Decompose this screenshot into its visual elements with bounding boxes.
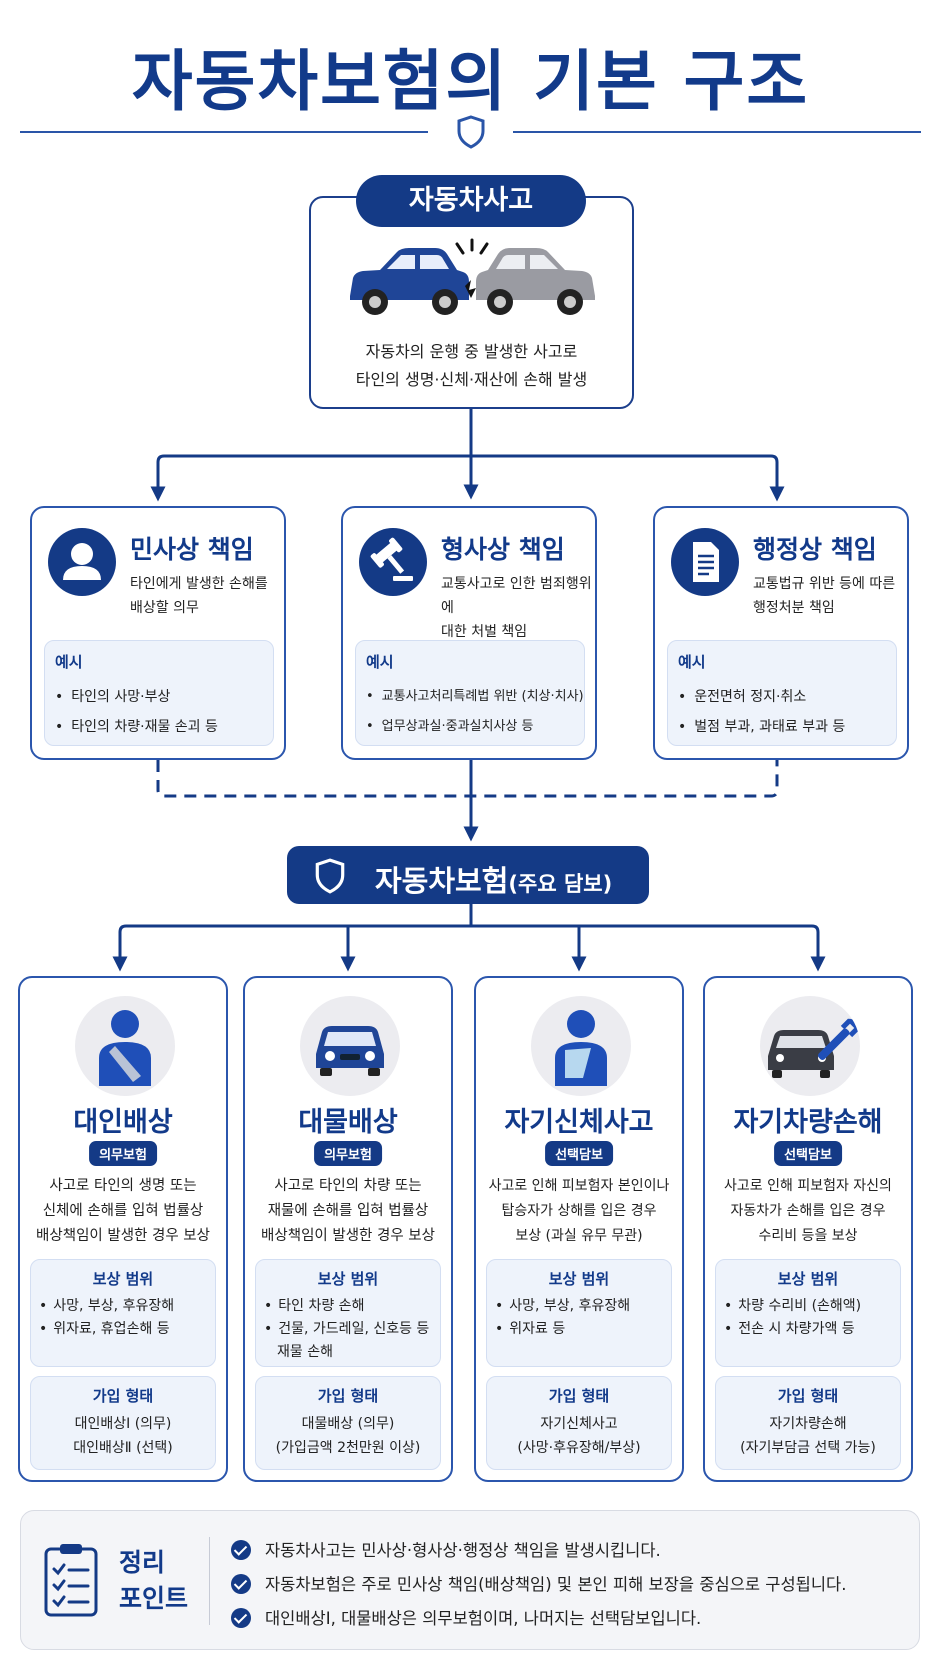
scope-item: 위자료 등 [495,1318,663,1341]
shield-icon [457,115,485,149]
scope-item: 차량 수리비 (손해액) [724,1295,892,1318]
scope-item: 전손 시 차량가액 등 [724,1318,892,1341]
check-icon [231,1540,251,1560]
gavel-icon [359,528,427,596]
coverage-card-property-damage: 대물배상 의무보험 사고로 타인의 차량 또는 재물에 손해를 입혀 법률상 배… [243,976,453,1482]
administrative-liability-card: 행정상 책임 교통법규 위반 등에 따른 행정처분 책임 예시 운전면허 정지·… [653,506,909,760]
card-title: 행정상 책임 [753,535,877,564]
shield-icon [315,858,345,894]
coverage-description: 사고로 인해 피보험자 자신의 자동차가 손해를 입은 경우 수리비 등을 보상 [724,1178,892,1244]
criminal-liability-card: 형사상 책임 교통사고로 인한 범죄행위에 대한 처벌 책임 예시 교통사고처리… [341,506,597,760]
scope-item: 건물, 가드레일, 신호등 등 재물 손해 [264,1318,432,1364]
coverage-card-own-vehicle: 자기차량손해 선택담보 사고로 인해 피보험자 자신의 자동차가 손해를 입은 … [703,976,913,1482]
injured-person-icon [75,996,175,1096]
accident-label: 자동차사고 [356,175,586,227]
insurance-label: 자동차보험(주요 담보) [287,846,649,904]
title-divider-left [20,131,428,133]
summary-item: 자동차사고는 민사상·형사상·행정상 책임을 발생시킵니다. [231,1537,661,1561]
page-title: 자동차보험의 기본 구조 [131,43,810,120]
document-icon [671,528,739,596]
divider [209,1537,210,1625]
example-box: 예시 타인의 사망·부상 타인의 차량·재물 손괴 등 [44,640,274,746]
example-item: 업무상과실·중과실치사상 등 [366,712,574,742]
summary-label: 정리 포인트 [119,1548,189,1613]
enrollment-type: 가입 형태 자기차량손해 (자기부담금 선택 가능) [715,1376,901,1470]
coverage-title: 대인배상 [73,1107,173,1138]
enrollment-type: 가입 형태 대물배상 (의무) (가입금액 2천만원 이상) [255,1376,441,1470]
card-description: 교통사고로 인한 범죄행위에 대한 처벌 책임 [441,576,592,640]
check-icon [231,1574,251,1594]
car-crash-icon [350,238,595,315]
enrollment-type: 가입 형태 대인배상Ⅰ (의무) 대인배상Ⅱ (선택) [30,1376,216,1470]
coverage-badge: 선택담보 [545,1141,613,1166]
coverage-badge: 의무보험 [89,1141,157,1166]
scope-item: 사망, 부상, 후유장해 [39,1295,207,1318]
civil-liability-card: 민사상 책임 타인에게 발생한 손해를 배상할 의무 예시 타인의 사망·부상 … [30,506,286,760]
summary-item: 대인배상Ⅰ, 대물배상은 의무보험이며, 나머지는 선택담보입니다. [231,1605,701,1629]
example-box: 예시 교통사고처리특례법 위반 (치상·치사) 업무상과실·중과실치사상 등 [355,640,585,746]
example-item: 교통사고처리특례법 위반 (치상·치사) [366,682,584,712]
accident-description: 자동차의 운행 중 발생한 사고로 타인의 생명·신체·재산에 손해 발생 [355,342,588,389]
coverage-badge: 의무보험 [314,1141,382,1166]
card-title: 민사상 책임 [130,535,254,564]
person-icon [48,528,116,596]
coverage-title: 대물배상 [298,1107,398,1138]
coverage-title: 자기신체사고 [504,1107,654,1138]
card-description: 교통법규 위반 등에 따른 행정처분 책임 [753,576,896,616]
scope-item: 위자료, 휴업손해 등 [39,1318,207,1341]
coverage-description: 사고로 타인의 생명 또는 신체에 손해를 입혀 법률상 배상책임이 발생한 경… [36,1178,210,1244]
coverage-description: 사고로 인해 피보험자 본인이나 탑승자가 상해를 입은 경우 보상 (과실 유… [488,1178,670,1244]
example-item: 타인의 차량·재물 손괴 등 [55,712,263,742]
injured-self-icon [531,996,631,1096]
coverage-scope: 보상 범위 타인 차량 손해 건물, 가드레일, 신호등 등 재물 손해 [255,1259,441,1367]
coverage-scope: 보상 범위 사망, 부상, 후유장해 위자료 등 [486,1259,672,1367]
car-wrench-icon [760,996,860,1096]
summary-item: 자동차보험은 주로 민사상 책임(배상책임) 및 본인 피해 보장을 중심으로 … [231,1571,846,1595]
example-item: 타인의 사망·부상 [55,682,263,712]
car-icon [300,996,400,1096]
coverage-description: 사고로 타인의 차량 또는 재물에 손해를 입혀 법률상 배상책임이 발생한 경… [261,1178,435,1244]
scope-item: 타인 차량 손해 [264,1295,432,1318]
coverage-scope: 보상 범위 차량 수리비 (손해액) 전손 시 차량가액 등 [715,1259,901,1367]
example-item: 벌점 부과, 과태료 부과 등 [678,712,886,742]
check-icon [231,1608,251,1628]
summary-panel: 정리 포인트 자동차사고는 민사상·형사상·행정상 책임을 발생시킵니다. 자동… [20,1510,920,1650]
title-divider-right [513,131,921,133]
card-description: 타인에게 발생한 손해를 배상할 의무 [130,576,268,616]
coverage-scope: 보상 범위 사망, 부상, 후유장해 위자료, 휴업손해 등 [30,1259,216,1367]
card-title: 형사상 책임 [441,535,565,564]
example-box: 예시 운전면허 정지·취소 벌점 부과, 과태료 부과 등 [667,640,897,746]
coverage-badge: 선택담보 [774,1141,842,1166]
coverage-card-bodily-injury: 대인배상 의무보험 사고로 타인의 생명 또는 신체에 손해를 입혀 법률상 배… [18,976,228,1482]
coverage-title: 자기차량손해 [733,1107,883,1138]
enrollment-type: 가입 형태 자기신체사고 (사망·후유장해/부상) [486,1376,672,1470]
scope-item: 사망, 부상, 후유장해 [495,1295,663,1318]
checklist-icon [44,1544,98,1617]
coverage-card-personal-injury: 자기신체사고 선택담보 사고로 인해 피보험자 본인이나 탑승자가 상해를 입은… [474,976,684,1482]
example-item: 운전면허 정지·취소 [678,682,886,712]
